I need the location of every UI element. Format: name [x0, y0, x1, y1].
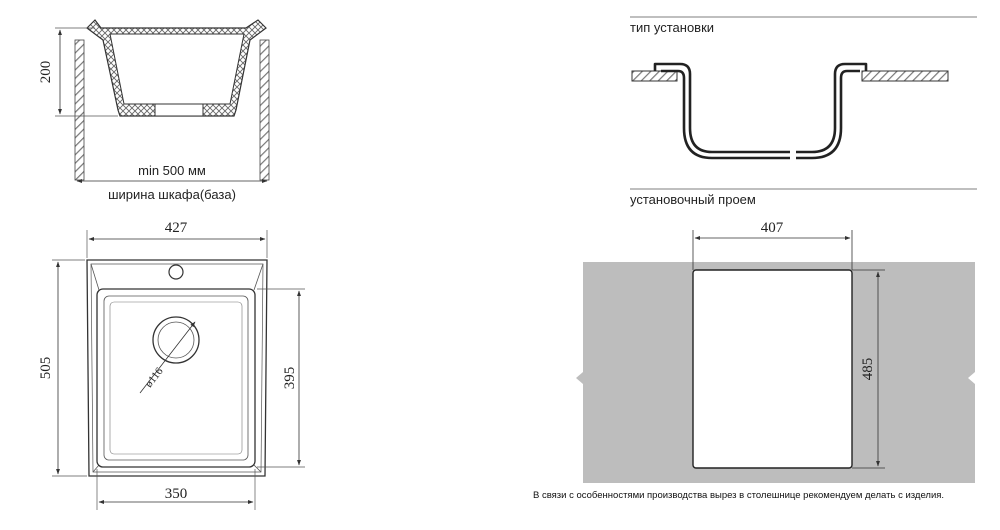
cabinet-wall-right	[259, 39, 270, 181]
bowl-inner	[109, 301, 243, 455]
cabinet-width-label: ширина шкафа(база)	[108, 187, 236, 202]
top-width-label: 427	[165, 220, 188, 236]
installation-type: тип установки	[630, 16, 977, 160]
drain-profile	[154, 103, 204, 117]
cutout-note: В связи с особенностями производства выр…	[533, 490, 944, 501]
bowl-height-label: 395	[282, 367, 298, 390]
installation-title: тип установки	[630, 20, 714, 35]
drain-leader-line	[139, 321, 196, 394]
sink-profile-inner	[109, 33, 245, 105]
cabinet-wall-left	[74, 39, 85, 181]
countertop-left	[631, 70, 678, 82]
countertop-right	[861, 70, 949, 82]
top-height-label: 505	[38, 357, 54, 380]
drain-inner	[157, 321, 195, 359]
faucet-hole	[168, 264, 184, 280]
bowl-outer	[96, 288, 256, 468]
sink-section-right	[796, 62, 868, 154]
cutout-section: установочный проем 407 485 В связи с осо…	[533, 188, 977, 501]
top-view: ø116 427 505 395 350	[38, 220, 305, 510]
cutout-title: установочный проем	[630, 192, 756, 207]
cutout-opening	[692, 269, 853, 469]
min-width-label: min 500 мм	[138, 163, 206, 178]
cutout-height-label: 485	[860, 358, 876, 381]
sink-section-left	[653, 62, 790, 154]
cutout-width-label: 407	[761, 220, 784, 236]
profile-height-label: 200	[38, 61, 54, 84]
profile-view: 200 min 500 мм ширина шкафа(база)	[38, 19, 270, 202]
bowl-width-label: 350	[165, 486, 188, 502]
drain-outer	[152, 316, 200, 364]
